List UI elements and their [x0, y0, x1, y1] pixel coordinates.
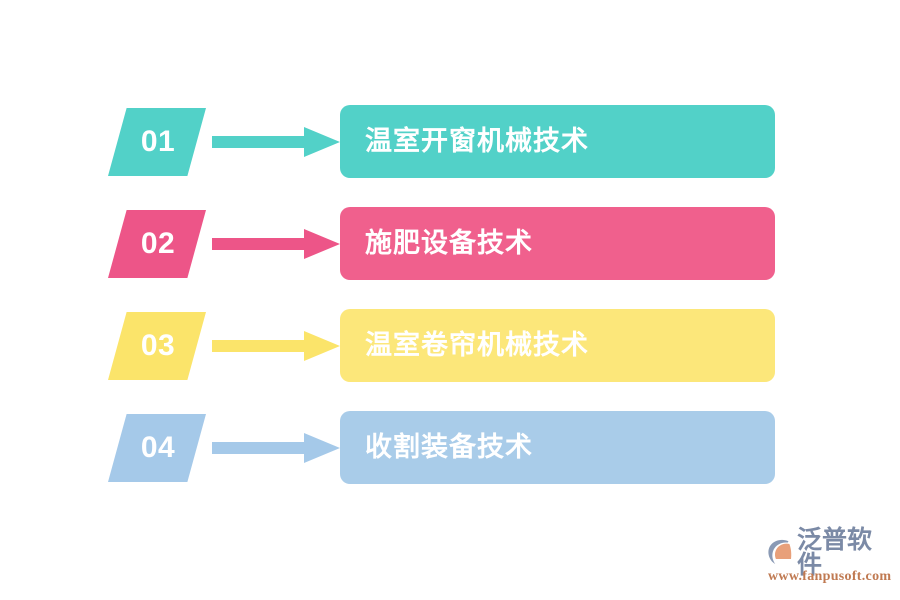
step-number-label: 01 — [140, 125, 176, 158]
logo-main-row: 泛普软件 — [766, 527, 894, 577]
process-item-label: 温室开窗机械技术 — [365, 126, 589, 156]
process-row: 01 温室开窗机械技术 — [0, 105, 900, 180]
process-row: 03 温室卷帘机械技术 — [0, 309, 900, 384]
step-number-badge[interactable]: 04 — [108, 414, 206, 482]
step-number-badge[interactable]: 02 — [108, 210, 206, 278]
process-item-box[interactable]: 温室卷帘机械技术 — [340, 309, 775, 382]
arrow-right-icon — [212, 127, 340, 157]
fanpu-crescent-icon — [766, 537, 796, 567]
process-item-label: 温室卷帘机械技术 — [365, 330, 589, 360]
process-item-box[interactable]: 温室开窗机械技术 — [340, 105, 775, 178]
process-row: 04 收割装备技术 — [0, 411, 900, 486]
arrow-right-icon — [212, 433, 340, 463]
brand-logo: 泛普软件 www.fanpusoft.com — [766, 527, 894, 588]
step-number-badge[interactable]: 03 — [108, 312, 206, 380]
step-number-label: 02 — [140, 227, 176, 260]
process-row: 02 施肥设备技术 — [0, 207, 900, 282]
logo-company-name: 泛普软件 — [797, 525, 873, 579]
arrow-right-icon — [212, 331, 340, 361]
process-item-box[interactable]: 施肥设备技术 — [340, 207, 775, 280]
step-number-label: 04 — [140, 431, 176, 464]
step-number-badge[interactable]: 01 — [108, 108, 206, 176]
arrow-right-icon — [212, 229, 340, 259]
process-item-label: 施肥设备技术 — [365, 228, 533, 258]
process-item-box[interactable]: 收割装备技术 — [340, 411, 775, 484]
step-number-label: 03 — [140, 329, 176, 362]
logo-website-url: www.fanpusoft.com — [768, 569, 892, 584]
process-item-label: 收割装备技术 — [365, 432, 533, 462]
